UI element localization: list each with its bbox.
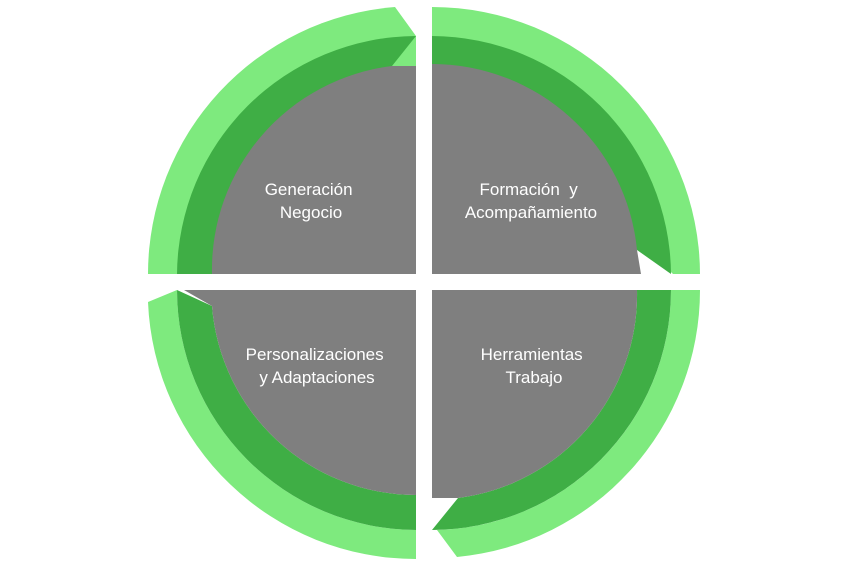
quadrant-generacion-negocio[interactable]: Generación Negocio (148, 7, 416, 274)
core-top-right (432, 64, 641, 274)
quadrant-personalizaciones-adaptaciones[interactable]: Personalizaciones y Adaptaciones (148, 290, 416, 560)
outer-arc-bottom-left (148, 290, 416, 560)
label-top-left: Generación Negocio (265, 180, 358, 222)
label-bottom-left: Personalizaciones y Adaptaciones (246, 345, 389, 387)
label-top-right: Formación y Acompañamiento (465, 180, 597, 222)
core-bottom-right (432, 290, 638, 498)
quadrant-formacion-acompanamiento[interactable]: Formación y Acompañamiento (432, 7, 700, 274)
quadrant-herramientas-trabajo[interactable]: Herramientas Trabajo (432, 290, 701, 557)
core-top-left (211, 66, 416, 274)
label-bottom-right: Herramientas Trabajo (481, 345, 588, 387)
outer-arc-bottom-right (437, 290, 701, 557)
inner-arc-bottom-left (177, 290, 416, 530)
core-bottom-left (184, 290, 416, 495)
inner-arc-bottom-right (432, 290, 671, 530)
